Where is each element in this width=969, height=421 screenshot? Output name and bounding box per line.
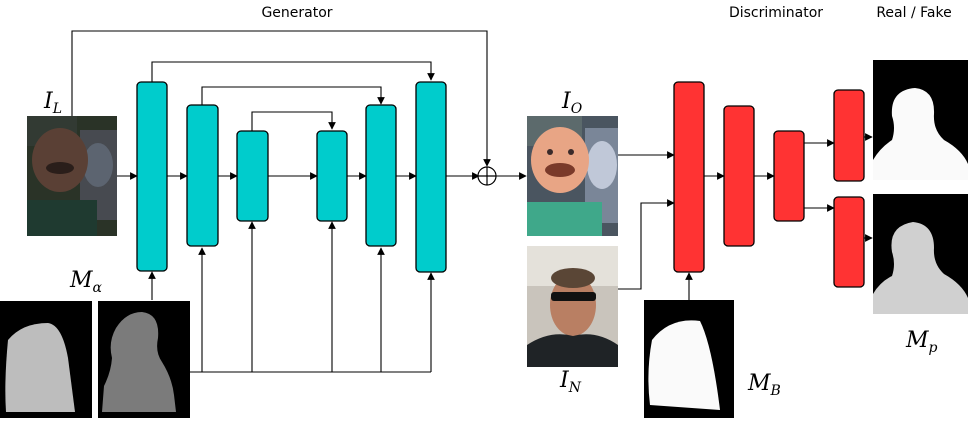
discriminator-block-2 bbox=[723, 105, 755, 247]
discriminator-blocks bbox=[673, 81, 865, 288]
reference-image-i-n bbox=[527, 246, 618, 367]
generator-title: Generator bbox=[261, 5, 332, 21]
label-i-o: IO bbox=[561, 89, 583, 117]
label-m-alpha: Mα bbox=[69, 268, 103, 296]
real-fake-title: Real / Fake bbox=[876, 5, 951, 21]
label-i-n: IN bbox=[559, 368, 582, 396]
generator-wires bbox=[71, 30, 527, 373]
mask-m-b bbox=[644, 300, 734, 418]
circle-plus-icon bbox=[477, 166, 497, 186]
generator-block-3 bbox=[236, 130, 269, 222]
generator-block-6 bbox=[415, 81, 447, 273]
mask-m-p-real bbox=[873, 60, 968, 180]
label-m-p: Mp bbox=[905, 328, 938, 356]
generator-block-5 bbox=[365, 104, 397, 247]
discriminator-head-fake bbox=[833, 196, 865, 288]
mask-m-p-fake bbox=[873, 194, 968, 314]
discriminator-head-real bbox=[833, 89, 865, 182]
label-m-b: MB bbox=[747, 371, 781, 399]
svg-text:IO: IO bbox=[561, 89, 583, 117]
mask-m-alpha-2 bbox=[98, 301, 190, 418]
label-i-l: IL bbox=[43, 89, 62, 117]
discriminator-title: Discriminator bbox=[729, 5, 823, 21]
discriminator-block-1 bbox=[673, 81, 705, 273]
discriminator-wires bbox=[618, 133, 873, 300]
svg-text:IN: IN bbox=[559, 368, 582, 396]
output-image-i-o bbox=[527, 116, 618, 236]
svg-text:Mp: Mp bbox=[905, 328, 938, 356]
generator-block-2 bbox=[186, 104, 219, 247]
generator-blocks bbox=[136, 81, 447, 273]
mask-m-alpha-1 bbox=[0, 301, 92, 418]
svg-text:IL: IL bbox=[43, 89, 62, 117]
generator-block-1 bbox=[136, 81, 168, 272]
generator-block-4 bbox=[316, 130, 348, 222]
input-image-i-l bbox=[27, 116, 117, 236]
svg-text:MB: MB bbox=[747, 371, 781, 399]
svg-text:Mα: Mα bbox=[69, 268, 103, 296]
discriminator-block-3 bbox=[773, 130, 805, 222]
